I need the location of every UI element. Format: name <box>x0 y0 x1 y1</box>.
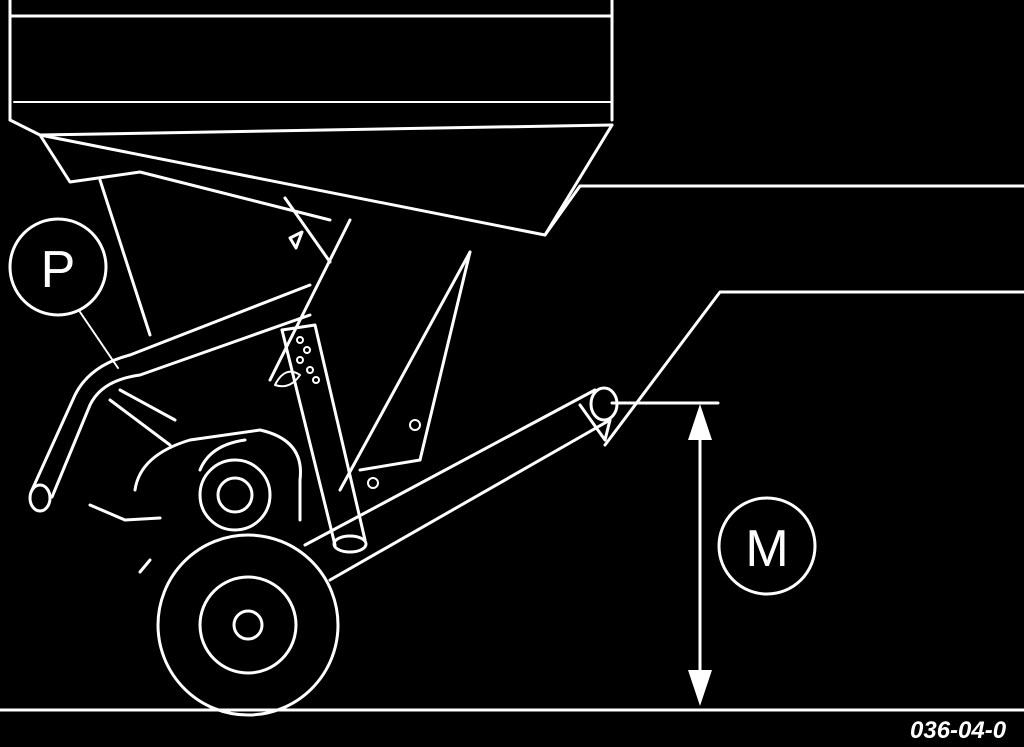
figure-code: 036-04-0 <box>910 717 1007 744</box>
dimension-m <box>610 401 720 706</box>
callout-p-label: P <box>41 241 76 299</box>
support-leg <box>274 323 368 554</box>
callout-m: M <box>717 496 817 596</box>
hopper-body <box>8 0 614 237</box>
ground-step <box>0 184 1024 712</box>
callout-p: P <box>8 217 119 369</box>
parking-stand <box>28 283 312 522</box>
frame <box>98 178 472 492</box>
transport-wheel <box>156 533 340 717</box>
rear-housing <box>133 428 302 574</box>
callout-m-label: M <box>745 520 788 578</box>
